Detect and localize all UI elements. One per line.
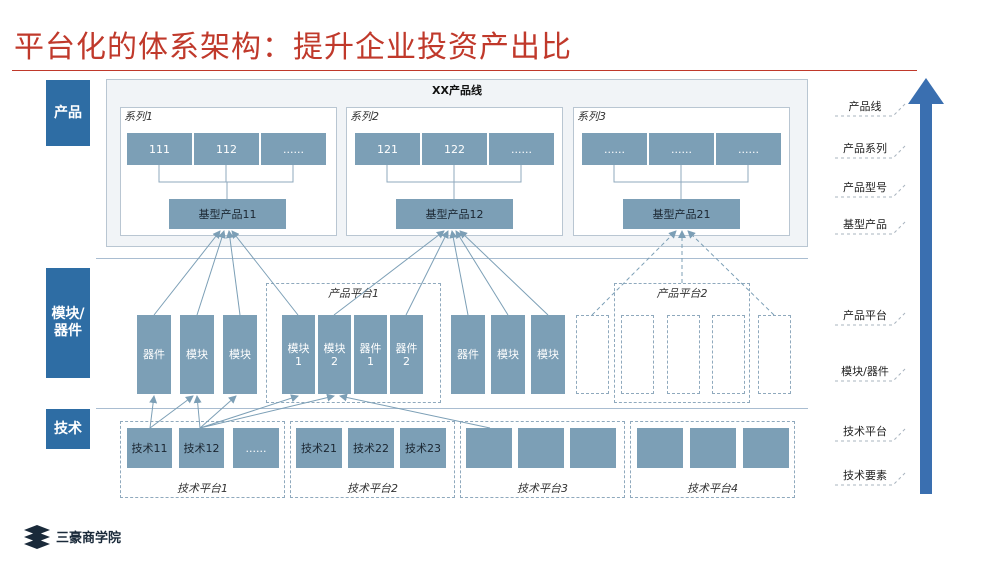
series-item: ...... — [716, 133, 781, 165]
platform-module: 模块 2 — [318, 315, 351, 394]
layer-label-product: 产品 — [46, 80, 90, 146]
up-arrow-icon — [908, 78, 944, 494]
module-block: 模块 — [223, 315, 257, 394]
ghost-module — [621, 315, 654, 394]
series-label: 系列3 — [577, 110, 606, 123]
tech-platform-label: 技术平台2 — [347, 482, 398, 495]
module-block: 模块 — [180, 315, 214, 394]
module-block: 器件 — [451, 315, 485, 394]
product-platform-1 — [266, 283, 441, 403]
tech-item — [570, 428, 616, 468]
layer-divider-upper — [96, 258, 808, 259]
scale-label: 技术要素 — [843, 469, 887, 482]
tech-platform-2 — [290, 421, 455, 498]
module-block: 模块 — [531, 315, 565, 394]
tech-item — [690, 428, 736, 468]
scale-label: 产品型号 — [843, 181, 887, 194]
series-item: 121 — [355, 133, 420, 165]
series-label: 系列2 — [350, 110, 379, 123]
logo-text: 三豪商学院 — [56, 531, 122, 546]
base-product: 基型产品12 — [396, 199, 513, 229]
tech-item: 技术23 — [400, 428, 446, 468]
tech-platform-label: 技术平台1 — [177, 482, 228, 495]
tech-platform-4 — [630, 421, 795, 498]
base-product: 基型产品21 — [623, 199, 740, 229]
tech-item: 技术21 — [296, 428, 342, 468]
logo-mark-icon — [24, 525, 50, 549]
ghost-module — [667, 315, 700, 394]
layer-label-tech: 技术 — [46, 409, 90, 449]
series-item: 122 — [422, 133, 487, 165]
tech-item: 技术12 — [179, 428, 224, 468]
series-item: 112 — [194, 133, 259, 165]
tech-platform-3 — [460, 421, 625, 498]
series-item: ...... — [649, 133, 714, 165]
scale-label: 基型产品 — [843, 218, 887, 231]
tech-item: ...... — [233, 428, 279, 468]
series-label: 系列1 — [124, 110, 153, 123]
tech-item — [637, 428, 683, 468]
page-title: 平台化的体系架构：提升企业投资产出比 — [14, 30, 572, 65]
scale-label: 产品系列 — [843, 142, 887, 155]
scale-label: 技术平台 — [843, 425, 887, 438]
layer-divider-lower — [96, 408, 808, 409]
scale-label: 模块/器件 — [841, 365, 889, 378]
base-product: 基型产品11 — [169, 199, 286, 229]
ghost-module — [712, 315, 745, 394]
ghost-module — [576, 315, 609, 394]
title-divider — [12, 70, 917, 71]
series-item: ...... — [261, 133, 326, 165]
tech-item: 技术11 — [127, 428, 172, 468]
tech-item: 技术22 — [348, 428, 394, 468]
series-item: ...... — [489, 133, 554, 165]
tech-item — [518, 428, 564, 468]
product-platform-label: 产品平台2 — [656, 287, 708, 300]
tech-platform-label: 技术平台3 — [517, 482, 568, 495]
platform-module: 器件 1 — [354, 315, 387, 394]
series-item: 111 — [127, 133, 192, 165]
series-item: ...... — [582, 133, 647, 165]
module-block: 模块 — [491, 315, 525, 394]
scale-label: 产品平台 — [843, 309, 887, 322]
scale-label: 产品线 — [848, 100, 882, 113]
ghost-module — [758, 315, 791, 394]
module-block: 器件 — [137, 315, 171, 394]
product-platform-2 — [614, 283, 750, 403]
layer-label-module: 模块/ 器件 — [46, 268, 90, 378]
platform-module: 模块 1 — [282, 315, 315, 394]
tech-item — [743, 428, 789, 468]
product-line-title: XX产品线 — [432, 84, 482, 97]
tech-platform-label: 技术平台4 — [687, 482, 738, 495]
platform-module: 器件 2 — [390, 315, 423, 394]
tech-item — [466, 428, 512, 468]
tech-platform-1 — [120, 421, 285, 498]
